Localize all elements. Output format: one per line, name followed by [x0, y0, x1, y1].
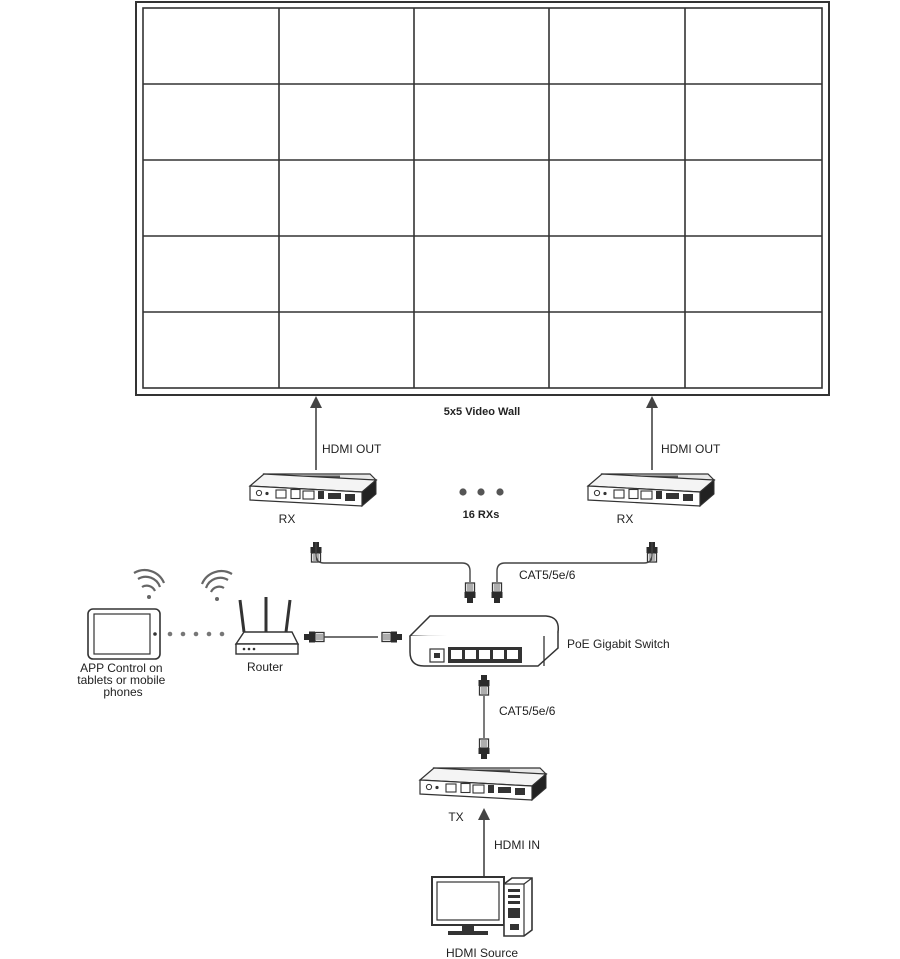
switch-port-connector [463, 582, 477, 604]
cable-lower-label: CAT5/5e/6 [499, 704, 556, 718]
router-label: Router [247, 660, 283, 674]
cable-upper-label: CAT5/5e/6 [519, 568, 576, 582]
app-control-label-line: APP Control on [80, 661, 163, 675]
receiver-icon [249, 473, 377, 507]
desktop-computer-icon [431, 876, 533, 937]
hdmi-source-label: HDMI Source [446, 946, 518, 959]
more-receivers-dots [459, 488, 504, 496]
rx-left-label: RX [279, 512, 296, 526]
hdmi-out-right-label: HDMI OUT [661, 442, 721, 456]
video-wall-inner-frame [142, 7, 823, 389]
cable-rx-right [496, 542, 653, 582]
hdmi-out-right-arrow [646, 396, 658, 470]
wifi-icon [133, 569, 166, 599]
router-connector [303, 630, 325, 644]
switch-uplink-connector [381, 630, 403, 644]
video-wall [135, 1, 830, 396]
tx-label: TX [448, 810, 463, 824]
rx-right-label: RX [617, 512, 634, 526]
hdmi-out-left-arrow [310, 396, 322, 470]
transmitter-icon [419, 767, 547, 801]
switch-port-connector [490, 582, 504, 604]
cable-rx-left [315, 542, 471, 582]
tablet-icon [87, 608, 161, 660]
tx-connector [477, 738, 491, 760]
switch-label: PoE Gigabit Switch [567, 637, 670, 651]
switch-downlink-connector [477, 674, 491, 696]
hdmi-in-label: HDMI IN [494, 838, 540, 852]
app-control-label-line: tablets or mobile [77, 673, 165, 687]
video-wall-label: 5x5 Video Wall [444, 406, 520, 418]
hdmi-out-left-label: HDMI OUT [322, 442, 382, 456]
wifi-icon [200, 570, 233, 601]
receiver-icon [587, 473, 715, 507]
network-switch-icon [409, 615, 559, 667]
hdmi-in-arrow [478, 808, 490, 880]
receiver-count-label: 16 RXs [463, 509, 500, 521]
app-control-label: APP Control on tablets or mobile phones [77, 661, 168, 699]
router-icon [234, 597, 300, 655]
wireless-link-dots [167, 631, 225, 637]
app-control-label-line: phones [103, 685, 142, 699]
video-wall-grid [143, 8, 822, 388]
